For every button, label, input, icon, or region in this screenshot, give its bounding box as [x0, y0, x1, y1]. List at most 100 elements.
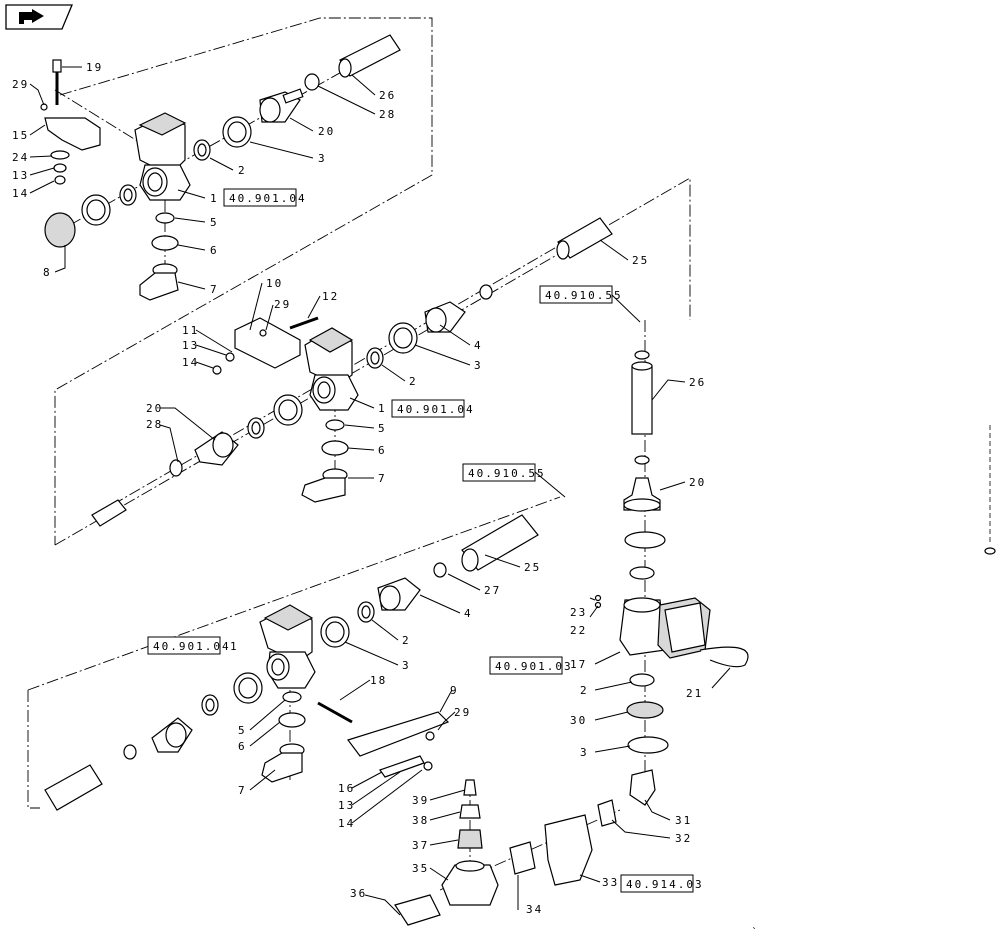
ref-box-top[interactable]: 40.901.04	[223, 188, 307, 207]
ref-box-right-top[interactable]: 40.910.55	[539, 285, 623, 304]
centerline-lower	[27, 496, 561, 691]
seal-30	[626, 701, 664, 719]
callout-6: 6	[210, 244, 219, 257]
clip-lower-left	[123, 744, 137, 760]
clip-right-mid	[634, 455, 650, 465]
callout-9: 9	[450, 684, 459, 697]
callout-15: 15	[12, 129, 29, 142]
leader-lines	[29, 66, 731, 916]
clip-middle	[479, 284, 493, 300]
right-assembly	[594, 350, 749, 806]
elbow-36	[394, 894, 441, 926]
callout-26: 26	[379, 89, 396, 102]
callout-5: 5	[238, 724, 247, 737]
nut-22	[594, 601, 602, 609]
callout-3: 3	[402, 659, 411, 672]
callout-6: 6	[238, 740, 247, 753]
callout-28: 28	[379, 108, 396, 121]
callout-16: 16	[338, 782, 355, 795]
callout-23: 23	[570, 606, 587, 619]
ref-box-lower-hose[interactable]: 40.910.55	[462, 463, 546, 482]
callout-2: 2	[409, 375, 418, 388]
washer-24	[50, 150, 70, 160]
callout-36: 36	[350, 887, 367, 900]
callout-33: 33	[602, 876, 619, 889]
seal-right	[629, 566, 655, 580]
callout-18: 18	[370, 674, 387, 687]
seal-5-lower	[282, 691, 302, 703]
assembly-boundary-top	[54, 17, 433, 545]
valve-actuator-cap-lower	[263, 604, 314, 631]
callout-24: 24	[12, 151, 29, 164]
nav-button[interactable]	[5, 4, 73, 30]
callout-labels: 19 29 15 24 13 14 8 26 28 20 3 2 1 5 6 7…	[12, 61, 706, 916]
clip-28-top	[304, 73, 320, 91]
callout-14: 14	[182, 356, 199, 369]
callout-8: 8	[43, 266, 52, 279]
assembly-boundary-middle	[54, 177, 691, 546]
ref-label: 40.910.55	[468, 467, 546, 480]
strainer-33	[544, 814, 593, 886]
callout-29: 29	[274, 298, 291, 311]
callout-1: 1	[378, 402, 387, 415]
ref-box-middle[interactable]: 40.901.04	[391, 399, 475, 418]
nut-13-middle	[225, 352, 235, 362]
clip-28-middle	[169, 459, 183, 477]
ref-label: 40.901.04	[397, 403, 475, 416]
callout-39: 39	[412, 794, 429, 807]
callout-13: 13	[338, 799, 355, 812]
lower-assembly	[44, 514, 617, 926]
ref-label: 40.910.55	[545, 289, 623, 302]
bracket-9	[347, 711, 450, 757]
valve-actuator-cap-middle	[308, 327, 354, 353]
seal-5-top	[155, 212, 175, 224]
top-assembly	[40, 34, 401, 301]
clamp-6-top	[151, 235, 179, 251]
callout-11: 11	[182, 324, 199, 337]
ref-label: 40.901.03	[495, 660, 573, 673]
clamp-right	[624, 531, 666, 549]
hose-end-middle	[91, 499, 127, 527]
callout-5: 5	[210, 216, 219, 229]
seal-5-middle	[325, 419, 345, 431]
callout-22: 22	[570, 624, 587, 637]
ref-box-lower[interactable]: 40.901.04	[147, 636, 231, 655]
ref-label: 40.901.04	[153, 640, 231, 653]
callout-14: 14	[12, 187, 29, 200]
seal-2-right	[629, 673, 655, 687]
callout-4: 4	[474, 339, 483, 352]
nut-29-lower	[425, 731, 435, 741]
callout-26: 26	[689, 376, 706, 389]
wire-21	[699, 646, 749, 668]
callout-12: 12	[322, 290, 339, 303]
callout-13: 13	[182, 339, 199, 352]
callout-13: 13	[12, 169, 29, 182]
callout-38: 38	[412, 814, 429, 827]
callout-10: 10	[266, 277, 283, 290]
callout-7: 7	[210, 283, 219, 296]
callout-25: 25	[524, 561, 541, 574]
nut-13-lower	[423, 761, 433, 771]
tee-35	[441, 864, 499, 906]
middle-assembly	[91, 217, 613, 527]
ref-box-strainer[interactable]: 40.914.03	[620, 874, 704, 893]
nut-14	[54, 175, 66, 185]
bracket-15	[44, 117, 101, 151]
cap-8	[44, 212, 76, 248]
callout-6: 6	[378, 444, 387, 457]
callout-21: 21	[686, 687, 703, 700]
callout-37: 37	[412, 839, 429, 852]
fitting-37	[457, 829, 483, 849]
bolt-12	[289, 316, 319, 330]
ref-connector	[611, 294, 641, 323]
assembly-boundary-lower	[27, 690, 40, 809]
callout-20: 20	[146, 402, 163, 415]
callout-3: 3	[474, 359, 483, 372]
ref-box-valve-17[interactable]: 40.901.03	[489, 656, 573, 675]
callout-17: 17	[570, 658, 587, 671]
bolt-19-head	[52, 59, 62, 73]
callout-32: 32	[675, 832, 692, 845]
valve-actuator-cap	[138, 112, 187, 136]
clamp-6-lower	[278, 712, 306, 728]
